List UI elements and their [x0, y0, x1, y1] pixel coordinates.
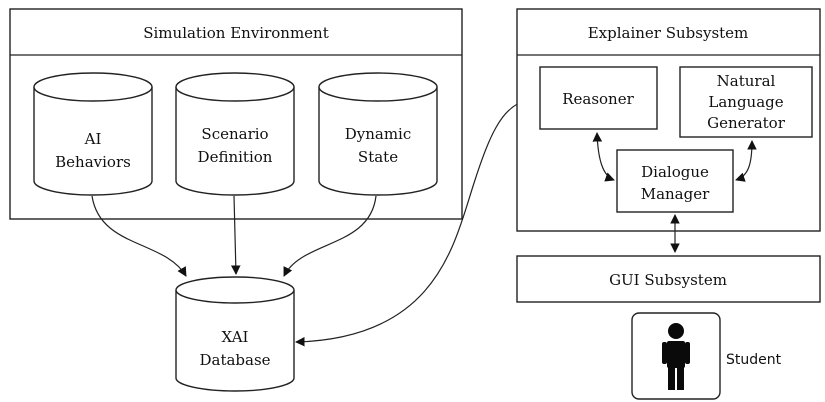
dialogue-manager-box: Dialogue Manager	[616, 149, 734, 213]
reasoner-label: Reasoner	[562, 90, 634, 108]
arrow-reasoner-dialogue-manager	[592, 132, 615, 182]
gui-subsystem-title: GUI Subsystem	[609, 271, 727, 289]
dynamic-state-store: Dynamic State	[318, 72, 438, 196]
xai-database-label-line1: XAI	[222, 328, 249, 346]
xai-database-label-line2: Database	[199, 351, 270, 369]
scenario-definition-store: Scenario Definition	[175, 72, 295, 196]
ai-behaviors-label-line2: Behaviors	[55, 153, 131, 171]
simulation-environment-title: Simulation Environment	[143, 24, 329, 42]
student-label: Student	[726, 352, 782, 368]
ai-behaviors-store: AI Behaviors	[33, 72, 153, 196]
natural-language-generator-box: Natural Language Generator	[679, 66, 813, 138]
arrow-scenario-to-database	[230, 195, 241, 275]
gui-subsystem-box: GUI Subsystem	[516, 255, 821, 303]
nlg-label-line1: Natural	[717, 72, 776, 90]
nlg-label-line3: Generator	[707, 114, 786, 132]
arrow-database-reasoner	[295, 94, 538, 347]
reasoner-box: Reasoner	[539, 66, 658, 130]
dialogue-manager-label-line1: Dialogue	[641, 163, 709, 181]
dynamic-state-label-line1: Dynamic	[345, 125, 412, 143]
dynamic-state-label-line2: State	[358, 148, 398, 166]
person-icon	[662, 323, 690, 390]
arrow-nlg-dialogue-manager	[735, 140, 757, 182]
nlg-label-line2: Language	[708, 93, 783, 111]
dialogue-manager-label-line2: Manager	[641, 185, 710, 203]
scenario-definition-label-line2: Definition	[198, 148, 273, 166]
explainer-subsystem-title: Explainer Subsystem	[588, 24, 749, 42]
arrow-ai-behaviors-to-database	[91, 195, 187, 277]
scenario-definition-label-line1: Scenario	[201, 125, 268, 143]
ai-behaviors-label-line1: AI	[84, 130, 102, 148]
student-icon-frame	[631, 312, 721, 400]
xai-database-store: XAI Database	[175, 276, 295, 392]
